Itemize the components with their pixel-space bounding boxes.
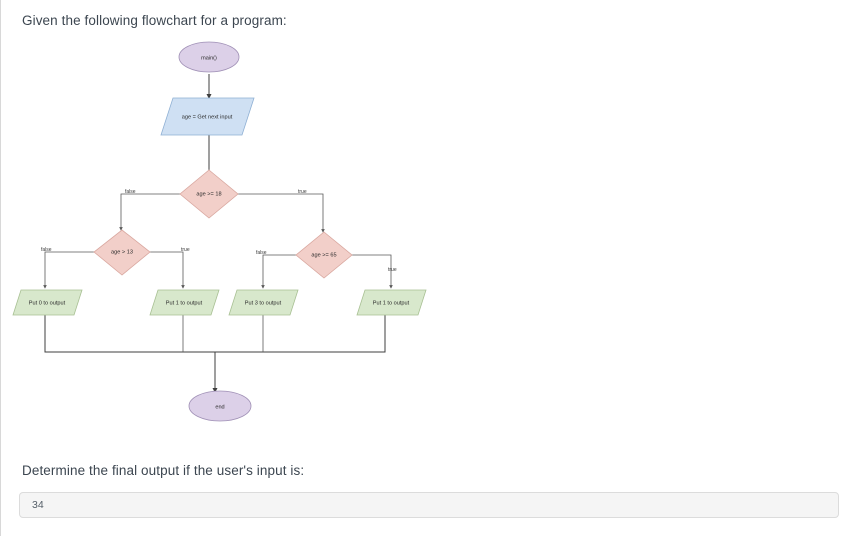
node-decision-18: age >= 18 xyxy=(179,169,239,219)
edge-label-d65-true: true xyxy=(388,267,397,273)
edge-label-d18-true: true xyxy=(298,189,307,195)
node-output-3: Put 3 to output xyxy=(228,289,299,316)
edge-d18-false xyxy=(119,193,181,231)
node-decision-13-label: age > 13 xyxy=(111,249,133,255)
edge-label-d13-true: true xyxy=(181,247,190,253)
edge-d13-false xyxy=(43,251,95,289)
node-output-0: Put 0 to output xyxy=(12,289,83,316)
edge-merge-bus xyxy=(44,315,386,353)
answer-input[interactable] xyxy=(19,492,839,518)
edge-label-d18-false: false xyxy=(125,189,136,195)
node-output-0-label: Put 0 to output xyxy=(29,300,66,306)
node-decision-65-label: age >= 65 xyxy=(311,252,336,258)
edge-label-d13-false: false xyxy=(41,247,52,253)
edge-d65-false xyxy=(261,254,297,289)
node-output-1a-label: Put 1 to output xyxy=(166,300,203,306)
node-end-label: end xyxy=(215,404,224,410)
node-output-1a: Put 1 to output xyxy=(149,289,220,316)
node-start-label: main() xyxy=(201,55,217,61)
node-input: age = Get next input xyxy=(160,97,255,136)
answer-prompt: Determine the final output if the user's… xyxy=(22,463,305,478)
node-decision-13: age > 13 xyxy=(93,229,151,276)
node-output-1b: Put 1 to output xyxy=(356,289,427,316)
node-decision-18-label: age >= 18 xyxy=(196,191,221,197)
node-output-3-label: Put 3 to output xyxy=(245,300,282,306)
node-input-label: age = Get next input xyxy=(182,114,233,120)
edge-label-d65-false: false xyxy=(256,250,267,256)
node-end: end xyxy=(188,390,252,422)
edge-d13-true xyxy=(149,251,185,289)
edge-d65-true xyxy=(351,254,393,289)
page-title: Given the following flowchart for a prog… xyxy=(22,13,287,28)
node-decision-65: age >= 65 xyxy=(295,231,353,279)
flowchart-diagram: main() age = Get next input age >= 18 fa… xyxy=(1,30,856,450)
node-start: main() xyxy=(178,41,240,73)
node-output-1b-label: Put 1 to output xyxy=(373,300,410,306)
edge-d18-true xyxy=(238,193,325,233)
